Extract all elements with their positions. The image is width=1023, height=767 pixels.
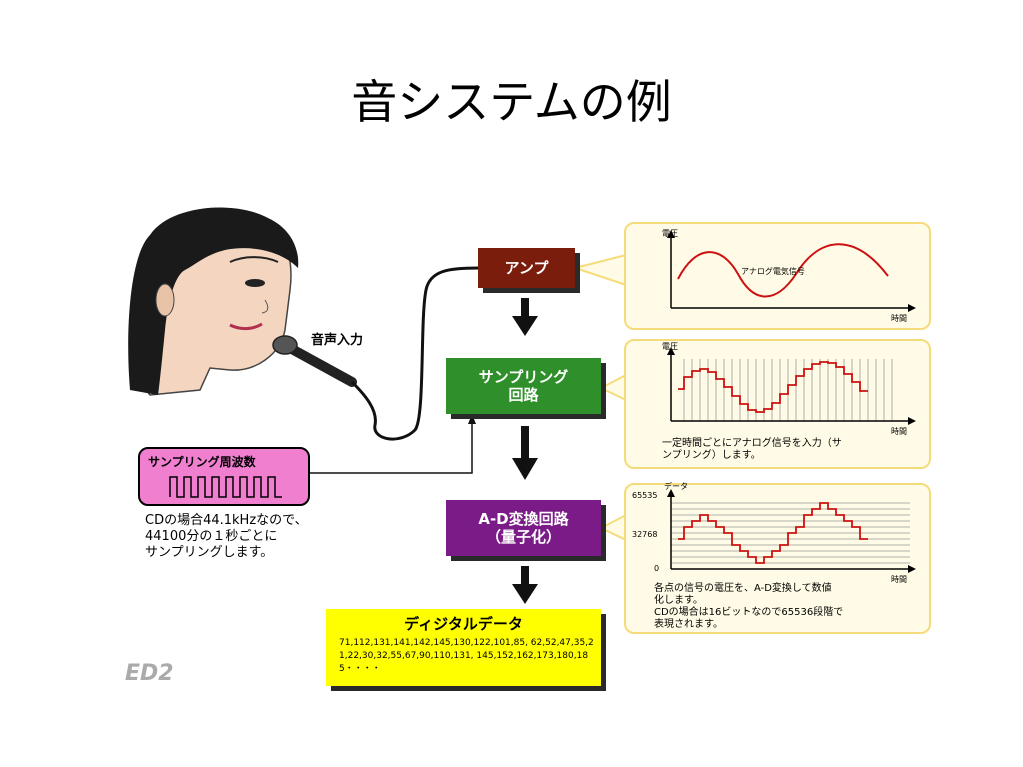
sampled-x-label: 時間	[891, 427, 907, 436]
callout-pointer-quantized	[598, 513, 627, 542]
adc-label-line2: （量子化）	[485, 528, 561, 546]
quantized-tick-min: 0	[654, 564, 660, 573]
clock-line	[306, 420, 473, 474]
cd-note-line3: サンプリングします。	[145, 545, 274, 560]
mic-cable	[350, 266, 479, 441]
quantized-desc-line3: CDの場合は16ビットなので65536段階で	[654, 607, 844, 618]
sampled-desc-line2: ンプリング）します。	[662, 450, 761, 461]
sampling-label-line1: サンプリング	[478, 368, 569, 386]
quantized-description: 各点の信号の電圧を、A-D変換して数値 化します。 CDの場合は16ビットなので…	[654, 583, 843, 631]
sampling-label-line2: 回路	[508, 386, 539, 404]
cd-sampling-note: CDの場合44.1kHzなので、 44100分の１秒ごとに サンプリングします。	[145, 513, 308, 561]
amp-label: アンプ	[504, 259, 549, 277]
flow-arrows	[512, 298, 538, 604]
analog-x-label: 時間	[891, 314, 907, 323]
sampled-signal-panel: 電圧 時間 一定時間ごとにアナログ信号を入力（サ ンプリング）します。	[624, 339, 931, 469]
quantized-x-label: 時間	[891, 575, 907, 584]
quantized-tick-max: 65535	[632, 491, 658, 500]
cd-note-line2: 44100分の１秒ごとに	[145, 529, 278, 544]
voice-input-label: 音声入力	[311, 333, 364, 348]
sampling-frequency-box: サンプリング周波数	[138, 447, 310, 506]
sampled-description: 一定時間ごとにアナログ信号を入力（サ ンプリング）します。	[662, 438, 842, 462]
adc-label-line1: A-D変換回路	[478, 510, 569, 528]
digital-data-values: 71,112,131,141,142,145,130,122,101,85, 6…	[339, 638, 594, 674]
sampled-signal-plot	[667, 347, 916, 425]
quantized-desc-line4: 表現されます。	[654, 619, 723, 630]
slide-title: 音システムの例	[351, 75, 672, 129]
callout-pointer-analog	[571, 253, 627, 287]
quantized-desc-line2: 化します。	[654, 595, 703, 606]
person-illustration	[128, 207, 299, 396]
quantized-tick-mid: 32768	[632, 530, 658, 539]
sampled-y-label: 電圧	[662, 342, 678, 351]
pulse-train-icon	[169, 476, 282, 498]
digital-data-box: ディジタルデータ 71,112,131,141,142,145,130,122,…	[326, 609, 601, 686]
sampled-desc-line1: 一定時間ごとにアナログ信号を入力（サ	[662, 438, 842, 449]
analog-y-label: 電圧	[662, 229, 678, 238]
microphone-icon	[272, 335, 357, 387]
adc-box: A-D変換回路 （量子化）	[446, 500, 601, 556]
sampling-circuit-box: サンプリング 回路	[446, 358, 601, 414]
digital-data-title: ディジタルデータ	[404, 615, 523, 633]
analog-signal-panel: 電圧 時間 アナログ電気信号	[624, 222, 931, 330]
callout-pointer-sampled	[598, 373, 627, 402]
ed2-logo: ED2	[125, 661, 174, 686]
quantized-y-label: データ	[664, 482, 688, 491]
analog-signal-plot	[667, 230, 916, 312]
cd-note-line1: CDの場合44.1kHzなので、	[145, 513, 308, 528]
amp-box: アンプ	[478, 248, 575, 288]
analog-curve-label: アナログ電気信号	[741, 267, 805, 276]
quantized-signal-panel: データ 65535 32768 0 時間 各点の信号の電圧を、A-D変換して数値…	[624, 482, 931, 634]
quantized-signal-plot	[667, 489, 916, 573]
sampling-frequency-label: サンプリング周波数	[148, 455, 256, 469]
quantized-desc-line1: 各点の信号の電圧を、A-D変換して数値	[654, 583, 832, 594]
